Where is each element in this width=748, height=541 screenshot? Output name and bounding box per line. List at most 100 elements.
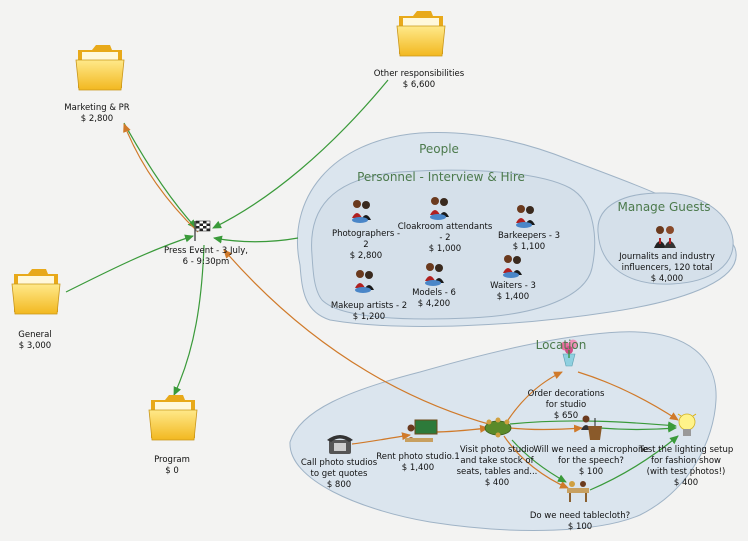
conference-table-icon[interactable]: [484, 417, 512, 438]
item-label-line2: - 2: [439, 233, 451, 243]
item-amount: $ 100: [578, 467, 604, 477]
item-amount: $ 4,000: [650, 274, 684, 284]
people-group-icon[interactable]: [352, 200, 371, 223]
item-amount: $ 400: [484, 478, 510, 488]
link-cloth-to-light: [589, 435, 679, 491]
item-label-line2: for fashion show: [650, 456, 722, 466]
link-other-to-central: [212, 79, 389, 229]
item-label-line1: Makeup artists - 2: [330, 301, 408, 311]
link-visit-to-mic: [509, 424, 583, 433]
folder-amount: $ 6,600: [402, 80, 436, 90]
folder-icon[interactable]: [148, 395, 198, 441]
folder-program-label[interactable]: Program $ 0: [154, 455, 190, 477]
folder-marketing-label[interactable]: Marketing & PR $ 2,800: [64, 103, 129, 125]
link-central-to-marketing: [123, 123, 199, 233]
item-label-line3: seats, tables and...: [456, 467, 538, 477]
link-general-to-central: [65, 234, 194, 293]
item-label-line1: Do we need tablecloth?: [529, 511, 631, 521]
link-visit-to-cloth-green: [511, 439, 567, 483]
item-label-line2: to get quotes: [310, 469, 368, 479]
folder-label: General: [18, 330, 52, 340]
personnel-item-models[interactable]: Models - 6 $ 4,200: [412, 288, 456, 310]
personnel-item-photographers[interactable]: Photographers - 2 $ 2,800: [332, 229, 400, 262]
people-group-icon[interactable]: [425, 263, 444, 286]
item-amount: $ 1,200: [352, 312, 386, 322]
meeting-icon[interactable]: [405, 419, 438, 442]
link-visit-to-decor: [507, 371, 563, 421]
item-amount: $ 400: [673, 478, 699, 488]
item-label-line1: Test the lighting setup: [638, 445, 734, 455]
item-label-line1: Call photo studios: [300, 458, 378, 468]
folder-amount: $ 2,800: [80, 114, 114, 124]
location-item-light[interactable]: Test the lighting setup for fashion show…: [639, 445, 734, 489]
item-amount: $ 4,200: [417, 299, 451, 309]
central-node-title: Press Event - 3 July,: [164, 246, 248, 256]
item-label-line2: 2: [363, 240, 369, 250]
item-label-line1: Rent photo studio.1: [376, 452, 460, 462]
folder-label: Marketing & PR: [64, 103, 130, 113]
item-amount: $ 2,800: [349, 251, 383, 261]
folder-general-label[interactable]: General $ 3,000: [18, 330, 52, 352]
link-central-to-program: [173, 244, 205, 396]
item-label-line1: Visit photo studio: [459, 445, 535, 455]
personnel-item-makeup[interactable]: Makeup artists - 2 $ 1,200: [331, 301, 407, 323]
item-label-line1: Journalits and industry: [619, 252, 715, 262]
item-label-line2: for the speech?: [558, 456, 624, 466]
central-node-label[interactable]: Press Event - 3 July, 6 - 9:30pm: [164, 246, 248, 268]
item-amount: $ 1,000: [428, 244, 462, 254]
people-group-icon[interactable]: [516, 205, 535, 228]
item-label-line1: Will we need a microphone: [533, 445, 649, 455]
personnel-item-barkeepers[interactable]: Barkeepers - 3 $ 1,100: [498, 231, 560, 253]
item-label-line1: Models - 6: [412, 288, 456, 298]
location-item-call[interactable]: Call photo studios to get quotes $ 800: [301, 458, 377, 491]
link-call-to-rent: [351, 432, 411, 445]
people-group-icon[interactable]: [355, 270, 374, 293]
folder-icon[interactable]: [396, 11, 446, 57]
link-visit-to-light: [509, 420, 677, 430]
flowers-icon[interactable]: [560, 339, 578, 367]
people-group-icon[interactable]: [430, 197, 449, 220]
people-group-icon[interactable]: [503, 255, 522, 278]
business-people-icon[interactable]: [654, 226, 676, 248]
link-visit-to-cloth: [503, 435, 569, 489]
item-label-line2: and take stock of: [460, 456, 534, 466]
location-item-mic[interactable]: Will we need a microphone for the speech…: [533, 445, 648, 478]
link-marketing-to-central: [123, 122, 197, 229]
lightbulb-icon[interactable]: [677, 413, 697, 436]
link-people-to-central: [213, 235, 299, 244]
speaker-podium-icon[interactable]: [581, 415, 602, 441]
folder-other-label[interactable]: Other responsibilities $ 6,600: [374, 69, 464, 91]
location-group-title[interactable]: Location: [535, 338, 587, 352]
personnel-item-waiters[interactable]: Waiters - 3 $ 1,400: [490, 281, 536, 303]
item-amount: $ 650: [553, 411, 579, 421]
folder-amount: $ 3,000: [18, 341, 52, 351]
link-rent-to-visit: [433, 424, 489, 433]
dining-table-icon[interactable]: [567, 481, 589, 502]
item-label-line1: Photographers -: [331, 229, 401, 239]
location-item-cloth[interactable]: Do we need tablecloth? $ 100: [530, 511, 630, 533]
personnel-item-cloakroom[interactable]: Cloakroom attendants - 2 $ 1,000: [398, 222, 493, 255]
folder-label: Program: [154, 455, 190, 465]
location-item-visit[interactable]: Visit photo studio and take stock of sea…: [457, 445, 538, 489]
item-label-line2: for studio: [545, 400, 587, 410]
location-item-decor[interactable]: Order decorations for studio $ 650: [528, 389, 605, 422]
guests-group-title[interactable]: Manage Guests: [617, 200, 711, 214]
location-item-rent[interactable]: Rent photo studio.1 $ 1,400: [376, 452, 459, 474]
people-group-title[interactable]: People: [419, 142, 459, 156]
guests-subgroup-area: [597, 192, 734, 285]
link-location-to-central: [223, 249, 493, 426]
personnel-group-title[interactable]: Personnel - Interview & Hire: [357, 170, 525, 184]
guests-item-journalists[interactable]: Journalits and industry influencers, 120…: [619, 252, 715, 285]
item-label-line3: (with test photos!): [646, 467, 726, 477]
folder-amount: $ 0: [165, 466, 179, 476]
checkered-flag-icon[interactable]: [194, 220, 211, 241]
folder-icon[interactable]: [11, 269, 61, 315]
telephone-icon[interactable]: [327, 435, 353, 454]
item-label-line1: Cloakroom attendants: [397, 222, 493, 232]
item-label-line1: Waiters - 3: [490, 281, 536, 291]
link-decor-to-light: [577, 371, 679, 421]
item-amount: $ 1,400: [496, 292, 530, 302]
item-amount: $ 800: [326, 480, 352, 490]
folder-icon[interactable]: [75, 45, 125, 91]
